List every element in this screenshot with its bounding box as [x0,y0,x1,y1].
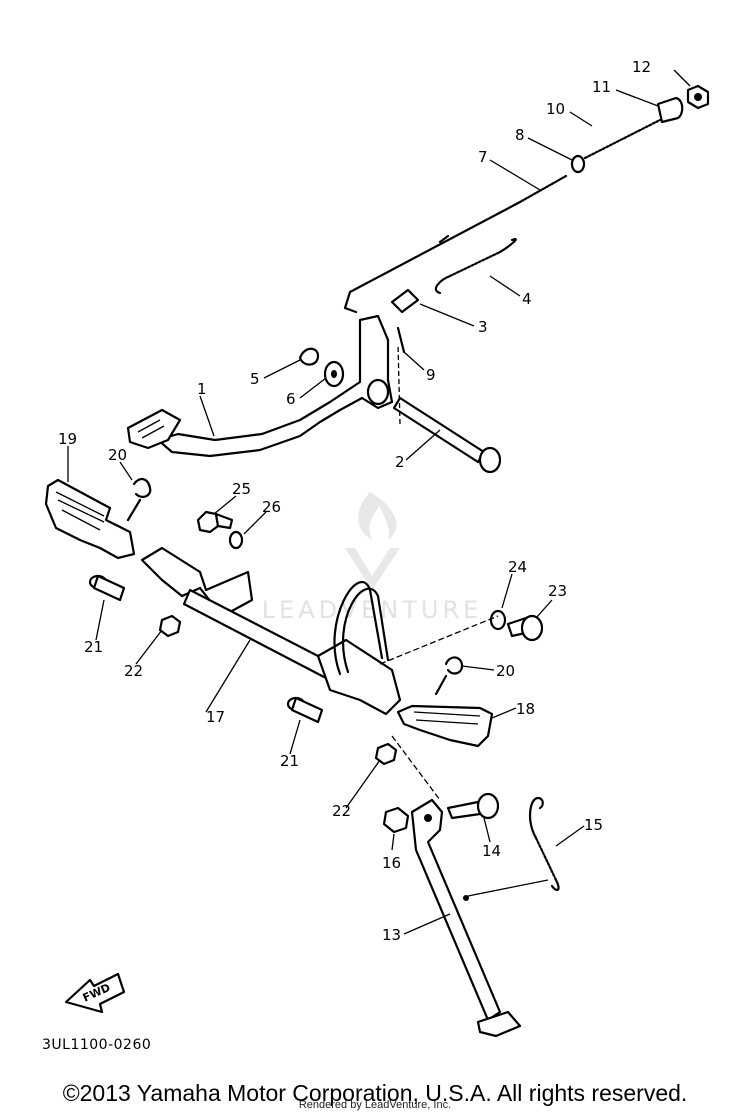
label-1: 1 [197,380,207,398]
copyright-text: ©2013 Yamaha Motor Corporation, U.S.A. A… [62,1080,688,1106]
label-17: 17 [206,708,225,726]
part-9-pin [396,326,406,354]
fwd-arrow-icon: FWD [64,972,126,1014]
label-13: 13 [382,926,401,944]
rendered-by-text: Rendered by LeadVenture, Inc. [298,1099,452,1111]
label-6: 6 [286,390,296,408]
watermark-text: LEADVENTURE [262,596,483,624]
part-14-bolt [446,792,500,820]
part-17-frame [140,546,402,716]
part-20-spring-upper [126,478,152,522]
label-9: 9 [426,366,436,384]
label-2: 2 [395,453,405,471]
label-4: 4 [522,290,532,308]
leader-lines [67,69,691,935]
label-19: 19 [58,430,77,448]
part-7-rod [343,174,568,314]
part-22-nut-right [374,742,398,766]
label-10: 10 [546,100,565,118]
label-16: 16 [382,854,401,872]
part-15-spring [529,796,560,891]
part-5-clip [298,347,320,366]
label-25: 25 [232,480,251,498]
part-11-adjuster [656,96,684,124]
part-18-footrest [396,704,494,748]
label-18: 18 [516,700,535,718]
part-21-bolt-left [88,574,126,602]
label-3: 3 [478,318,488,336]
part-26-washer [228,530,244,550]
watermark-logo: LEADVENTURE [262,492,483,624]
label-15: 15 [584,816,603,834]
part-16-nut [382,806,410,834]
label-22-left: 22 [124,662,143,680]
part-code: 3UL1100-0260 [42,1037,152,1053]
part-4-spring [434,238,517,295]
label-8: 8 [515,126,525,144]
part-24-washer [489,609,507,631]
label-20-upper: 20 [108,446,127,464]
label-5: 5 [250,370,260,388]
label-14: 14 [482,842,501,860]
part-12-nut [686,84,710,110]
label-20-lower: 20 [496,662,515,680]
label-21-left: 21 [84,638,103,656]
label-26: 26 [262,498,281,516]
label-24: 24 [508,558,527,576]
label-22-right: 22 [332,802,351,820]
label-7: 7 [478,148,488,166]
part-10-spring [583,118,662,160]
part-25-bolt [196,510,234,534]
label-23: 23 [548,582,567,600]
part-23-bolt [506,614,544,642]
part-6-washer [323,360,345,388]
label-21-right: 21 [280,752,299,770]
label-12: 12 [632,58,651,76]
part-8-washer [570,154,586,174]
part-22-nut-left [158,614,182,638]
part-13-sidestand [410,798,522,1038]
part-2-shaft [392,396,502,474]
part-19-footrest [44,478,136,560]
callout-labels: 12 11 10 8 7 4 3 9 5 6 1 2 19 20 25 26 2… [58,58,651,944]
label-11: 11 [592,78,611,96]
part-20-spring-lower [434,656,464,696]
part-1-brake-pedal [126,314,394,458]
part-3-bracket [390,288,420,314]
part-21-bolt-right [286,696,324,724]
